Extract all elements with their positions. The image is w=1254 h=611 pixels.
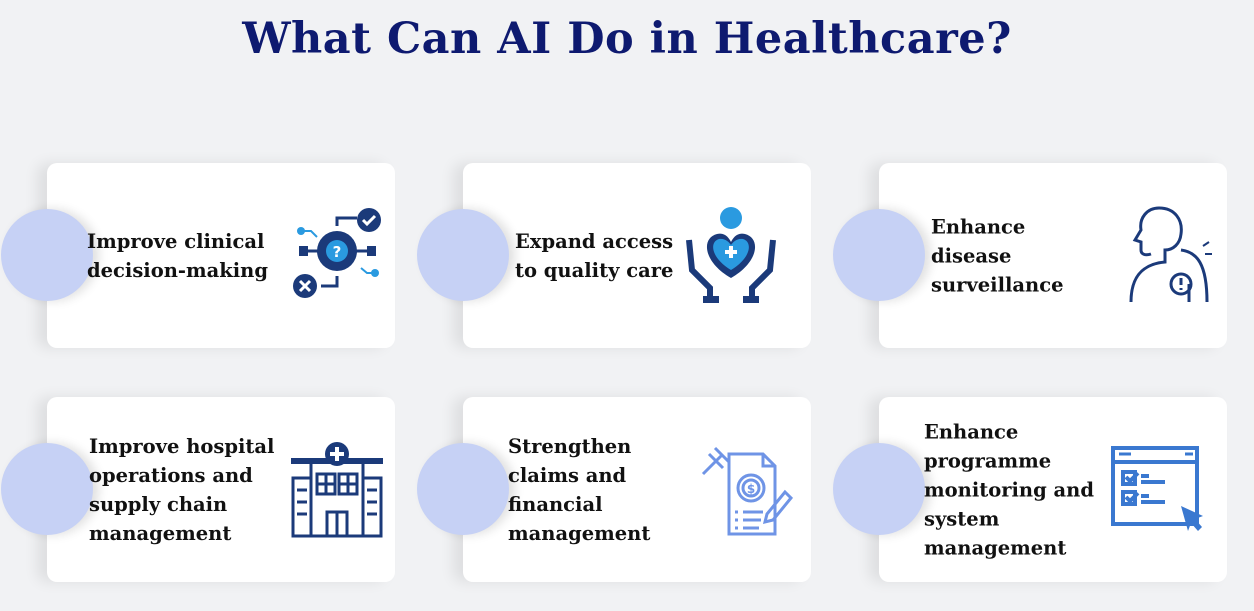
card-label: Enhance disease surveillance [931,215,1064,296]
claims-document-icon: $ [701,446,794,535]
card-claims-financial: Strengthen claims and financial manageme… [417,397,811,582]
svg-text:$: $ [747,482,755,496]
patient-alert-icon [1129,206,1212,302]
card-clinical-decision: Improve clinical decision-making ? [1,163,395,348]
decision-gear-icon: ? [293,207,381,298]
hospital-icon [291,441,383,537]
page-title: What Can AI Do in Healthcare? [242,14,1012,64]
card-knob [833,443,925,535]
card-access-care: Expand access to quality care [417,163,811,348]
card-knob [1,443,93,535]
card-knob [417,443,509,535]
card-knob [1,209,93,301]
care-hands-heart-icon [686,206,776,303]
monitoring-checklist-icon [1111,445,1203,531]
card-label: Expand access to quality care [515,229,674,282]
card-label: Strengthen claims and financial manageme… [508,434,651,545]
card-knob [833,209,925,301]
card-label: Improve clinical decision-making [87,229,268,282]
card-label: Improve hospital operations and supply c… [89,434,275,545]
card-hospital-operations: Improve hospital operations and supply c… [1,397,395,582]
card-disease-surveillance: Enhance disease surveillance [833,163,1227,348]
card-knob [417,209,509,301]
card-label: Enhance programme monitoring and system … [924,420,1094,559]
svg-text:?: ? [333,243,342,261]
card-programme-monitoring: Enhance programme monitoring and system … [833,397,1227,582]
